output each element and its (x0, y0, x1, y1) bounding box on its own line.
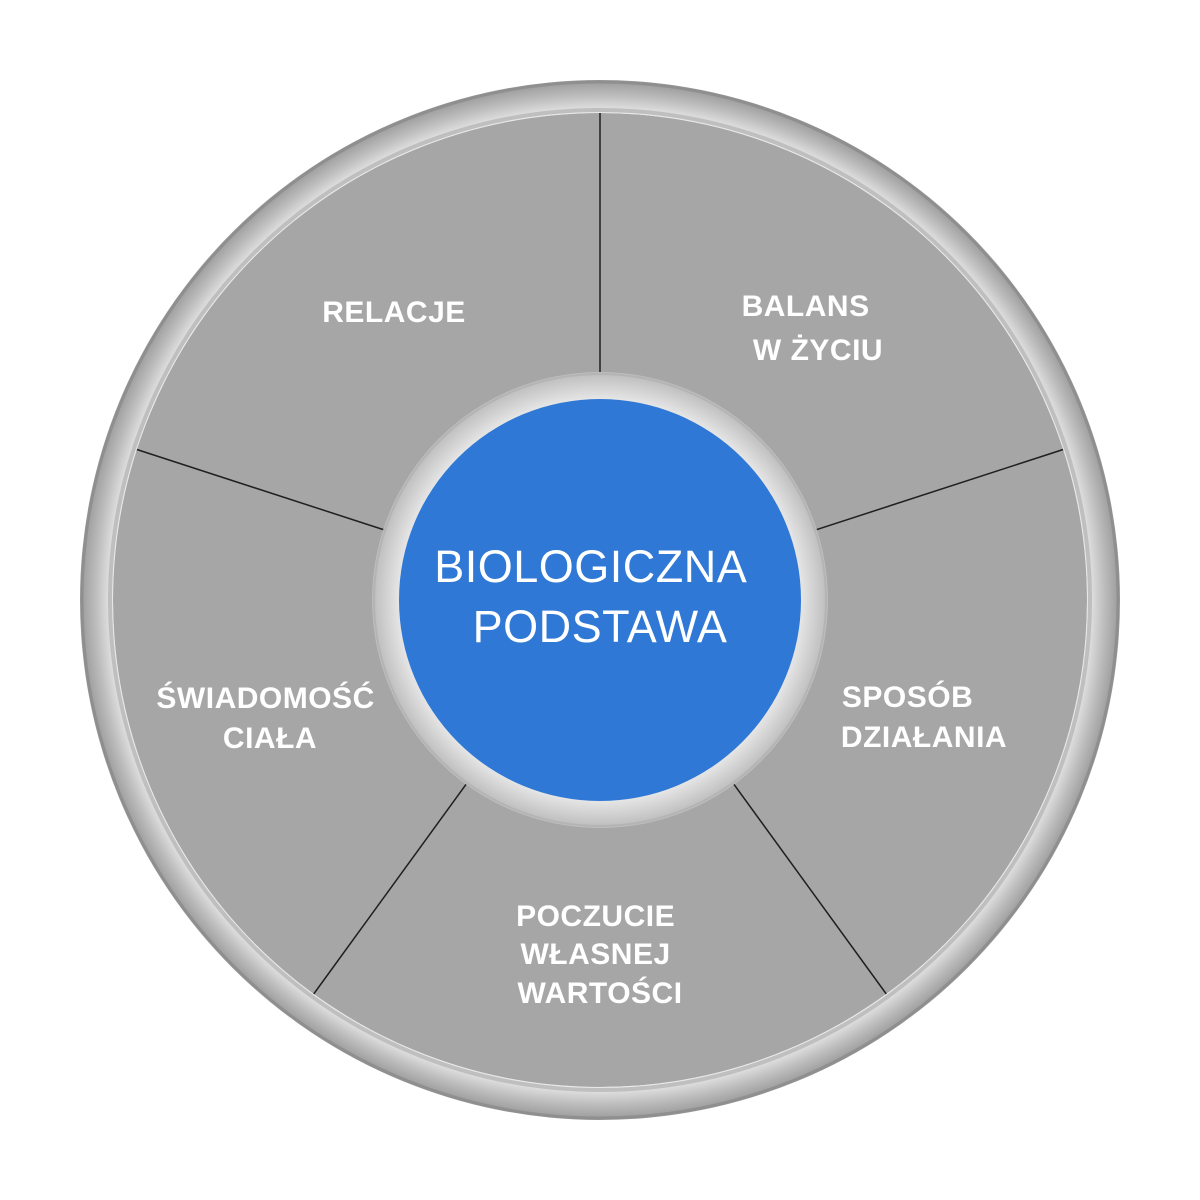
segment-label-line: W ŻYCIU (753, 334, 883, 367)
segment-label-poczucie: POCZUCIE WŁASNEJ WARTOŚCI (516, 900, 684, 1010)
segment-label-line: WARTOŚCI (517, 976, 682, 1010)
segment-label-sposob: SPOSÓB DZIAŁANIA (841, 680, 1007, 754)
center-disc (399, 399, 801, 801)
segment-label-line: CIAŁA (223, 722, 317, 755)
segment-label-line: POCZUCIE (516, 900, 675, 933)
outer-ring-edge (80, 80, 1120, 1120)
center-label-line: BIOLOGICZNA (434, 541, 747, 592)
segment-label-swiadomosc: ŚWIADOMOŚĆ CIAŁA (156, 681, 383, 755)
segment-label-line: WŁASNEJ (520, 938, 670, 971)
segment-label-line: BALANS (742, 290, 870, 323)
inner-ring-edge (373, 373, 827, 827)
segment-label-balans: BALANS W ŻYCIU (742, 290, 884, 367)
segment-label-relacje: RELACJE (322, 296, 466, 329)
center-label-line: PODSTAWA (473, 601, 728, 652)
segment-label-line: ŚWIADOMOŚĆ (156, 681, 374, 715)
segment-label-line: SPOSÓB (842, 680, 973, 714)
outer-ring-inner-edge (108, 108, 1092, 1092)
segment-label-line: DZIAŁANIA (841, 721, 1007, 754)
segment-label-line: RELACJE (322, 296, 466, 329)
center-label: BIOLOGICZNA PODSTAWA (434, 541, 758, 652)
